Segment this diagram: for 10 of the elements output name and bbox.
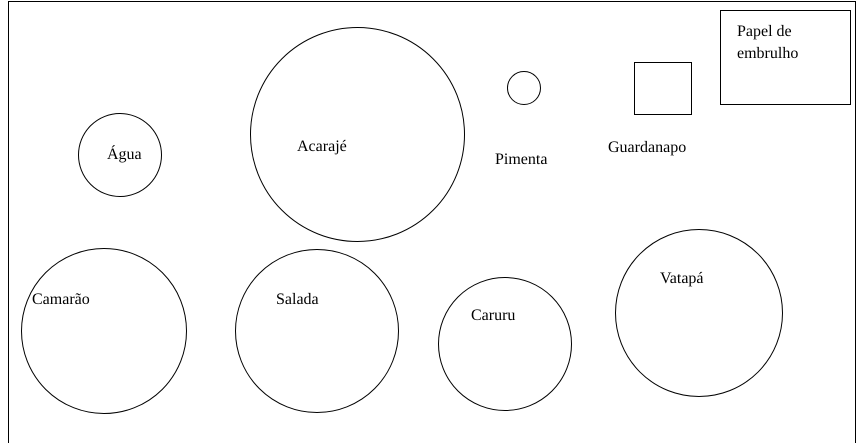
item-label: Papel de embrulho <box>737 22 800 64</box>
frame-border <box>8 1 856 443</box>
item-label: Vatapá <box>660 269 704 289</box>
item-label: Pimenta <box>495 150 548 170</box>
item-label: Guardanapo <box>608 138 686 158</box>
item-label: Água <box>107 144 142 165</box>
item-label: Camarão <box>32 290 90 310</box>
item-label: Caruru <box>471 306 516 326</box>
item-label: Acarajé <box>297 137 347 157</box>
item-label: Salada <box>276 290 319 310</box>
